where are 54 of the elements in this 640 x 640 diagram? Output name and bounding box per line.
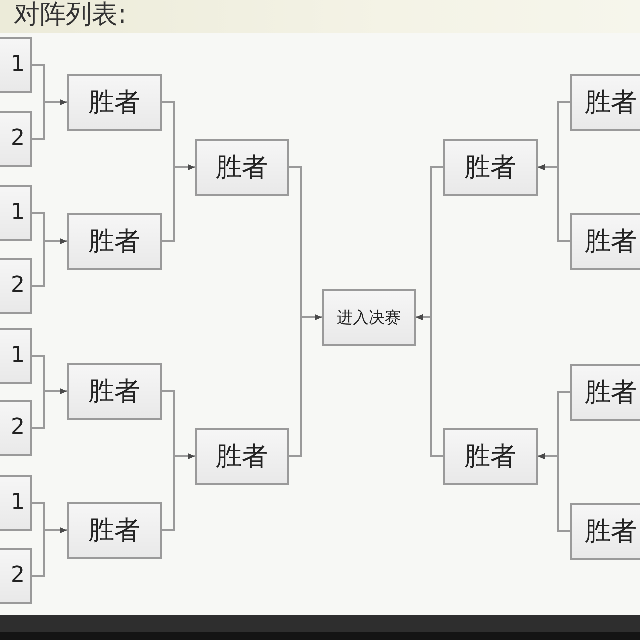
bracket-box — [0, 400, 32, 456]
box-label: 2 — [11, 272, 25, 300]
box-label: 2 — [11, 562, 25, 590]
bracket-box — [443, 139, 538, 196]
bracket-box — [67, 502, 162, 559]
box-label: 胜者 — [585, 88, 637, 118]
connector-arrow — [538, 164, 570, 242]
bracket-box — [195, 428, 289, 485]
connector-arrow — [32, 238, 67, 287]
bracket-box — [570, 503, 640, 560]
box-label: 进入决赛 — [337, 308, 401, 328]
title: 对阵列表: — [14, 0, 127, 30]
connector-arrow — [162, 164, 195, 242]
bracket-box — [195, 139, 289, 196]
box-label: 1 — [11, 199, 25, 227]
box-label: 胜者 — [88, 516, 140, 546]
connector-arrow — [538, 454, 570, 532]
connector-arrow — [289, 314, 322, 458]
bracket-box — [0, 37, 32, 93]
box-label: 胜者 — [88, 226, 140, 256]
box-label: 胜者 — [216, 442, 268, 472]
final-box — [322, 289, 416, 346]
bracket-box — [0, 548, 32, 604]
bracket-box — [0, 185, 32, 241]
bracket-box — [67, 213, 162, 270]
connector-arrow — [416, 314, 443, 458]
bracket-box — [0, 111, 32, 167]
bottom-bar — [0, 615, 640, 640]
box-label: 胜者 — [216, 152, 268, 182]
box-label: 胜者 — [88, 88, 140, 118]
bracket-box — [570, 74, 640, 131]
bracket-box — [570, 213, 640, 270]
bracket-box — [0, 328, 32, 384]
box-label: 1 — [11, 489, 25, 517]
connector-arrow — [32, 388, 67, 429]
connector-arrow — [162, 454, 195, 532]
box-label: 胜者 — [464, 442, 516, 472]
bracket-box — [570, 364, 640, 421]
box-label: 2 — [11, 414, 25, 442]
bracket-box — [67, 74, 162, 131]
box-label: 2 — [11, 125, 25, 153]
box-label: 1 — [11, 51, 25, 79]
box-label: 胜者 — [464, 152, 516, 182]
box-label: 胜者 — [585, 516, 637, 546]
bracket-box — [0, 475, 32, 531]
bracket-box — [67, 363, 162, 420]
bracket-box — [443, 428, 538, 485]
box-label: 1 — [11, 342, 25, 370]
box-label: 胜者 — [88, 376, 140, 406]
connector-arrow — [32, 100, 67, 140]
box-label: 胜者 — [585, 226, 637, 256]
connector-arrow — [32, 528, 67, 577]
bracket-box — [0, 258, 32, 314]
box-label: 胜者 — [585, 378, 637, 408]
